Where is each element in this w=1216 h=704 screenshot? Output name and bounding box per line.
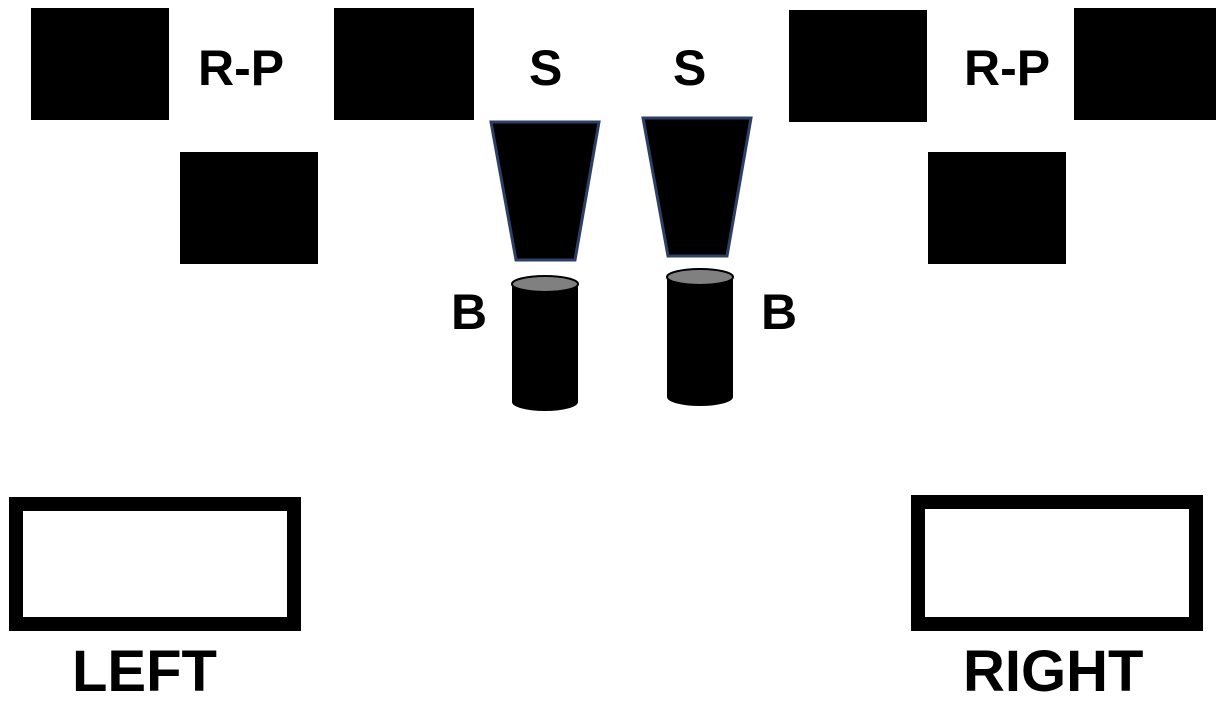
label-left: LEFT: [72, 639, 217, 704]
label-rp-right: R-P: [964, 40, 1051, 96]
frame-right: [911, 495, 1203, 631]
block-second-right: [928, 152, 1066, 264]
lampshade-left: [489, 120, 601, 262]
label-right: RIGHT: [963, 639, 1144, 704]
block-top-right-outer: [1074, 8, 1216, 120]
frame-left: [9, 497, 301, 631]
block-top-right-inner: [789, 10, 927, 122]
block-second-left: [180, 152, 318, 264]
block-top-left-outer: [31, 8, 169, 120]
bulb-right: [666, 268, 734, 406]
label-b-right: B: [761, 284, 798, 340]
block-top-left-inner: [334, 8, 474, 120]
label-s-right: S: [673, 40, 707, 96]
label-rp-left: R-P: [198, 40, 285, 96]
label-s-left: S: [529, 40, 563, 96]
bulb-left: [511, 275, 579, 411]
label-b-left: B: [451, 284, 488, 340]
lampshade-right: [641, 116, 753, 258]
